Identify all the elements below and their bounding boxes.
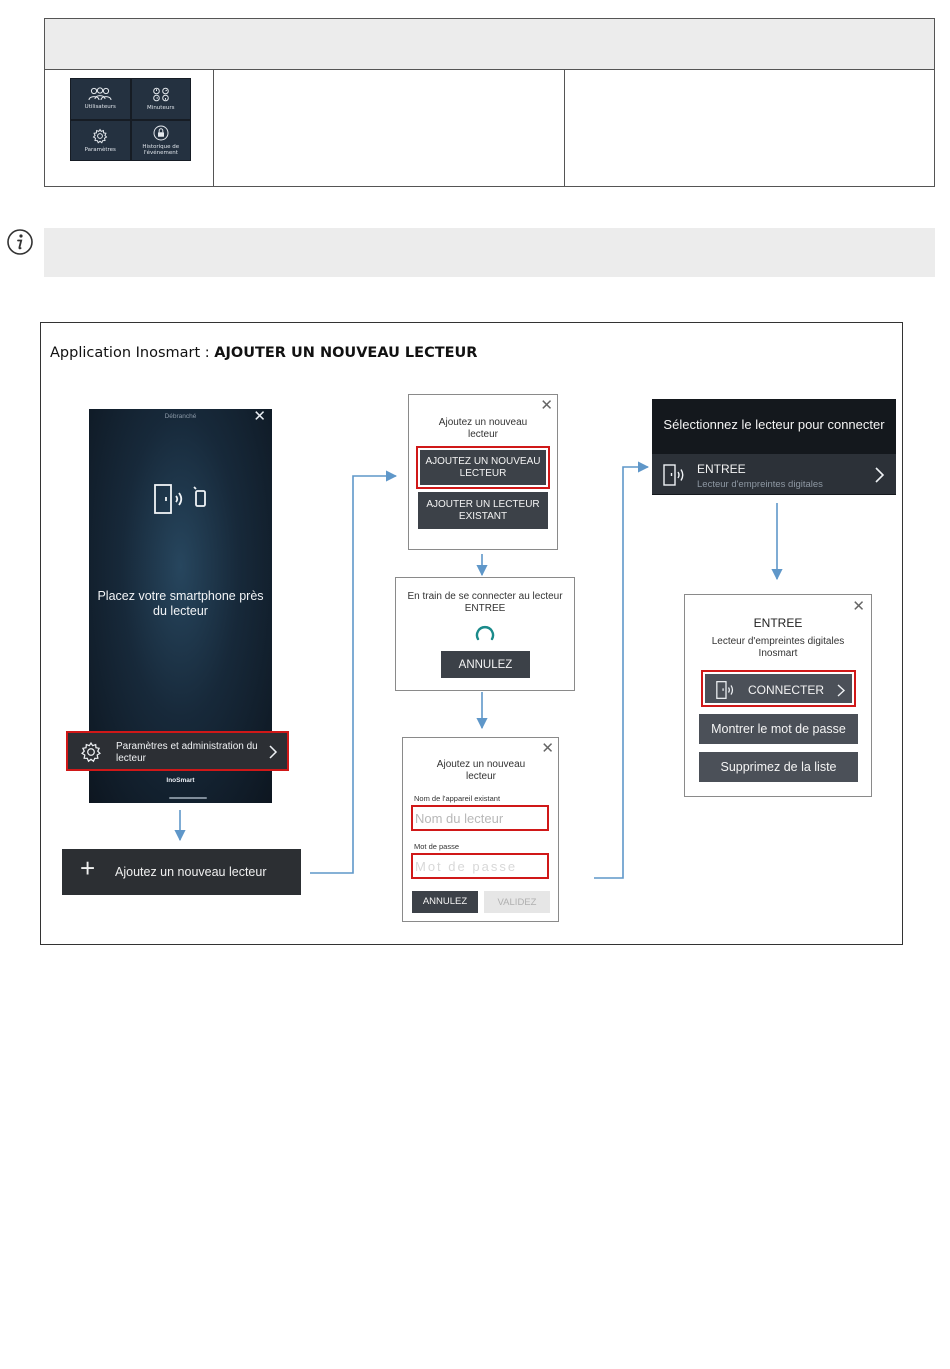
door-reader-icon [716, 681, 734, 699]
home-indicator [169, 797, 207, 799]
thumb-tile-history: Historique de l'événement [131, 120, 190, 160]
add-reader-button[interactable]: + Ajoutez un nouveau lecteur [62, 849, 301, 895]
brand-logo: InoSmart [166, 777, 195, 784]
close-icon[interactable]: ✕ [852, 598, 865, 615]
cancel-button[interactable]: ANNULEZ [412, 891, 478, 913]
spinner-icon [475, 626, 495, 641]
reader-name: ENTREE [697, 462, 746, 476]
connecting-message: En train de se connecter au lecteur ENTR… [407, 591, 563, 614]
table-divider [564, 70, 565, 186]
thumb-tile-users: Utilisateurs [71, 79, 130, 119]
figure-title: Application Inosmart : AJOUTER UN NOUVEA… [50, 345, 477, 361]
figure-title-bold: AJOUTER UN NOUVEAU LECTEUR [214, 345, 478, 361]
reader-type: Lecteur d'empreintes digitales [697, 479, 823, 490]
reader-list-item[interactable]: ENTREE Lecteur d'empreintes digitales [652, 454, 896, 494]
add-reader-label: Ajoutez un nouveau lecteur [115, 865, 267, 879]
connect-highlight: CONNECTER [701, 670, 856, 707]
password-field[interactable]: Mot de passe [411, 853, 549, 879]
gear-icon [81, 741, 101, 763]
dialog-title: Ajoutez un nouveau lecteur [436, 759, 526, 782]
users-icon [88, 87, 112, 101]
close-icon[interactable]: ✕ [253, 409, 266, 425]
close-icon[interactable]: ✕ [541, 740, 554, 757]
select-reader-title: Sélectionnez le lecteur pour connecter [663, 417, 885, 432]
chevron-right-icon [269, 745, 278, 759]
lock-history-icon [153, 125, 169, 141]
add-new-reader-button[interactable]: AJOUTEZ UN NOUVEAU LECTEUR [420, 450, 546, 485]
figure-title-prefix: Application Inosmart : [50, 345, 215, 361]
thumb-tile-label: Utilisateurs [84, 104, 116, 111]
timers-icon [152, 87, 169, 102]
cancel-button[interactable]: ANNULEZ [441, 651, 530, 678]
dialog-subtitle: Lecteur d'empreintes digitales Inosmart [711, 636, 845, 659]
settings-admin-label: Paramètres et administration du lecteur [116, 741, 258, 764]
reader-name-field[interactable]: Nom du lecteur [411, 805, 549, 831]
dialog-title: ENTREE [753, 616, 803, 630]
app-menu-thumbnail: Utilisateurs Minuteurs Paramètres [70, 78, 191, 161]
thumb-tile-label: Minuteurs [147, 104, 175, 111]
settings-admin-button[interactable]: Paramètres et administration du lecteur [66, 731, 289, 771]
connect-dialog: ✕ ENTREE Lecteur d'empreintes digitales … [684, 594, 872, 797]
table-header-row [45, 19, 934, 70]
top-table: Utilisateurs Minuteurs Paramètres [44, 18, 935, 187]
chevron-right-icon [875, 467, 885, 483]
connect-button[interactable]: CONNECTER [705, 674, 852, 703]
table-divider [213, 70, 214, 186]
thumb-tile-timers: Minuteurs [131, 79, 190, 119]
name-field-label: Nom de l'appareil existant [414, 794, 501, 803]
connect-label: CONNECTER [748, 683, 825, 697]
show-password-button[interactable]: Montrer le mot de passe [699, 714, 858, 744]
existing-reader-dialog: ✕ Ajoutez un nouveau lecteur Nom de l'ap… [402, 737, 559, 922]
add-existing-reader-button[interactable]: AJOUTER UN LECTEUR EXISTANT [418, 492, 548, 529]
remove-from-list-button[interactable]: Supprimez de la liste [699, 752, 858, 782]
door-reader-icon [154, 484, 206, 514]
chevron-right-icon [837, 684, 846, 697]
plus-icon: + [80, 853, 96, 883]
dialog-title: Ajoutez un nouveau lecteur [438, 417, 528, 440]
info-banner [44, 228, 935, 277]
close-icon[interactable]: ✕ [540, 397, 553, 414]
gear-icon [92, 128, 108, 144]
phone-instruction: Placez votre smartphone près du lecteur [97, 589, 264, 618]
add-reader-dialog: ✕ Ajoutez un nouveau lecteur AJOUTEZ UN … [408, 394, 558, 550]
thumb-tile-label: Historique de l'événement [142, 143, 180, 156]
validate-button[interactable]: VALIDEZ [484, 891, 550, 913]
new-reader-highlight: AJOUTEZ UN NOUVEAU LECTEUR [416, 446, 550, 489]
door-reader-icon [663, 464, 684, 486]
connecting-dialog: En train de se connecter au lecteur ENTR… [395, 577, 575, 691]
select-reader-panel: Sélectionnez le lecteur pour connecter E… [652, 399, 896, 495]
phone-status-text: Débranché [164, 413, 197, 420]
thumb-tile-settings: Paramètres [71, 120, 130, 160]
thumb-tile-label: Paramètres [84, 146, 116, 153]
info-icon [7, 229, 33, 255]
password-field-label: Mot de passe [414, 842, 460, 851]
